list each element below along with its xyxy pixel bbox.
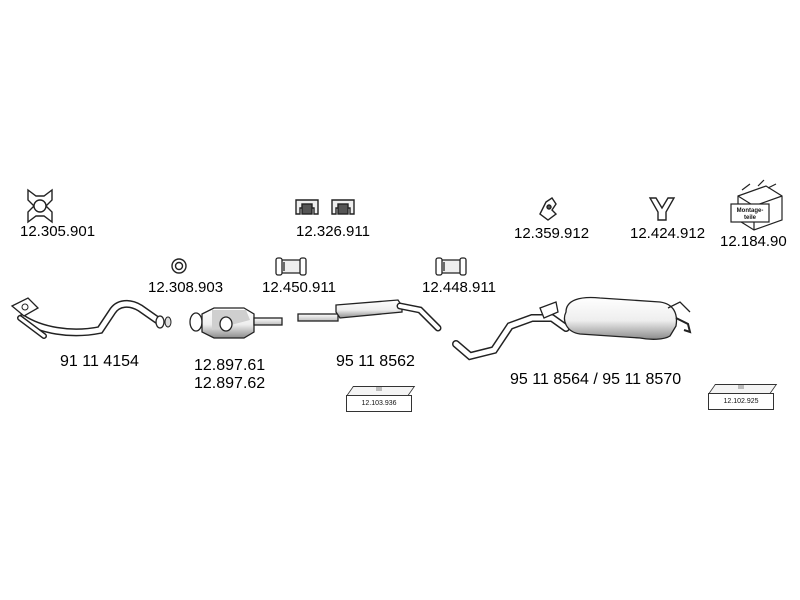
label-ring-seal: 12.308.903 — [148, 279, 223, 296]
pipe-clamp-front-icon — [275, 257, 307, 276]
label-rear-silencer: 95 11 8564 / 95 11 8570 — [510, 371, 681, 388]
rubber-hanger-pair-icon — [295, 199, 355, 215]
middle-silencer-icon — [297, 299, 442, 332]
hook-hanger-icon — [539, 197, 558, 221]
label-clamp-front: 12.450.911 — [262, 279, 336, 296]
label-front-pipe: 91 11 4154 — [60, 353, 139, 370]
label-catalyst-1: 12.897.61 — [194, 357, 265, 374]
v-hanger-icon — [648, 197, 676, 221]
fitting-kit-box-mid: 12.103.936 — [346, 386, 416, 412]
mounting-kit-box-icon: Montage- teile — [730, 179, 783, 231]
rear-silencer-icon — [452, 296, 692, 361]
fitting-kit-box-rear: 12.102.925 — [708, 384, 778, 410]
front-pipe-icon — [10, 297, 172, 339]
box-rear-label: 12.102.925 — [708, 393, 774, 410]
label-catalyst-2: 12.897.62 — [194, 375, 265, 392]
box-mid-label: 12.103.936 — [346, 395, 412, 412]
label-middle-silencer: 95 11 8562 — [336, 353, 415, 370]
label-gasket-square: 12.305.901 — [20, 223, 95, 240]
mounting-kit-text-2: teile — [744, 215, 757, 221]
label-hanger-pair: 12.326.911 — [296, 223, 370, 240]
square-gasket-icon — [27, 188, 53, 224]
label-hook-hanger: 12.359.912 — [514, 225, 589, 242]
pipe-clamp-rear-icon — [435, 257, 467, 276]
label-mounting-kit: 12.184.90 — [720, 233, 787, 250]
label-clamp-rear: 12.448.911 — [422, 279, 496, 296]
catalytic-converter-icon — [189, 307, 283, 339]
mounting-kit-text-1: Montage- — [737, 208, 764, 214]
ring-seal-icon — [171, 258, 187, 274]
label-v-hanger: 12.424.912 — [630, 225, 705, 242]
